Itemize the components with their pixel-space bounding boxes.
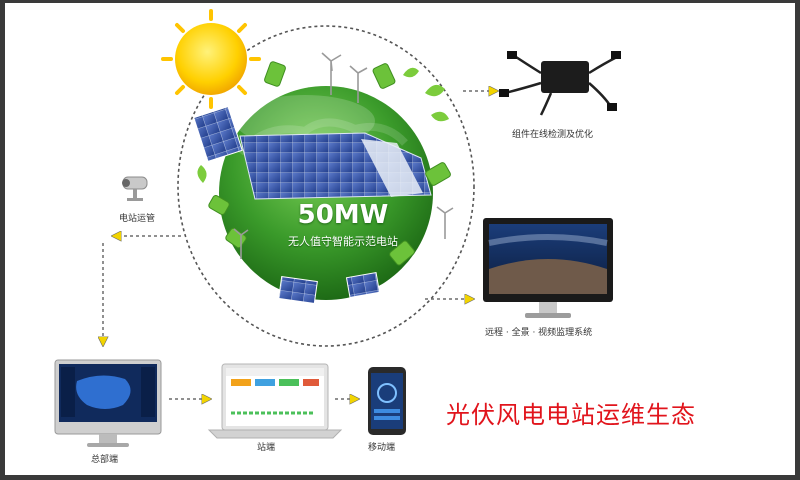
video-monitor-icon (483, 218, 613, 318)
capacity-label: 50MW (297, 200, 389, 230)
hq-label: 总部端 (91, 455, 119, 465)
station-ops-label: 电站运管 (119, 214, 156, 224)
cctv-camera-icon (122, 176, 148, 201)
green-plug-decorations (208, 61, 451, 266)
panel-cluster-bottom (278, 271, 381, 304)
module-monitor-device-icon (499, 51, 621, 116)
station-subtitle: 无人值守智能示范电站 (288, 235, 398, 248)
station-laptop-icon (207, 363, 343, 439)
orbit-dashed-circle (177, 25, 475, 347)
connection-arrows (103, 91, 497, 399)
module-monitor-label: 组件在线检测及优化 (512, 130, 594, 140)
panel-cluster-left (193, 105, 243, 163)
solar-field-panels (239, 132, 432, 200)
leaf-decorations (197, 67, 449, 183)
mobile-phone-icon (368, 367, 406, 435)
ecosystem-diagram: 50MW 无人值守智能示范电站 组件在线检测及优化 电站运管 远程 · 全景 ·… (5, 3, 795, 475)
mobile-label: 移动端 (368, 443, 396, 453)
station-label: 站端 (257, 443, 276, 453)
wind-turbines (233, 52, 454, 259)
sun-icon (161, 9, 261, 109)
hq-monitor-icon (54, 359, 162, 447)
diagram-graphics (54, 9, 621, 447)
ecosystem-headline: 光伏风电电站运维生态 (446, 401, 696, 429)
video-monitor-label: 远程 · 全景 · 视频监理系统 (485, 328, 593, 338)
